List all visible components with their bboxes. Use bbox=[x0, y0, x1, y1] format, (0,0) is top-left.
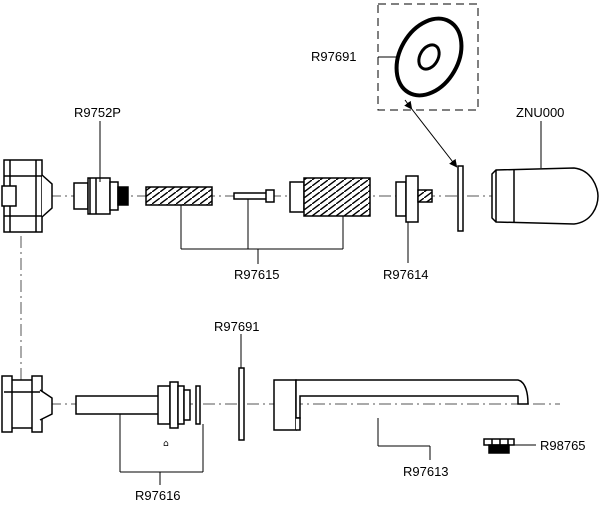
flange-label: R97614 bbox=[383, 267, 429, 282]
detail-arrow bbox=[410, 107, 458, 168]
spout-leader bbox=[377, 418, 431, 460]
aerator-shape bbox=[483, 438, 515, 454]
bottom-disc-label: R97691 bbox=[214, 319, 260, 334]
upper-flat-disc bbox=[457, 165, 464, 232]
spout-shape bbox=[273, 379, 529, 431]
pin-shape bbox=[233, 189, 275, 203]
handle-label: ZNU000 bbox=[516, 105, 564, 120]
spring-shape bbox=[145, 186, 213, 206]
body-kit-bracket bbox=[119, 414, 204, 485]
top-disc-shape bbox=[394, 16, 464, 98]
upper-valve-body bbox=[1, 159, 53, 233]
body-kit-shape bbox=[75, 381, 201, 429]
small-house-icon: ⌂ bbox=[163, 439, 169, 449]
centerlines bbox=[5, 195, 596, 405]
aerator-label: R98765 bbox=[540, 438, 586, 453]
stem-kit-bracket bbox=[180, 199, 344, 264]
spout-label: R97613 bbox=[403, 464, 449, 479]
stem-kit-label: R97615 bbox=[234, 267, 280, 282]
top-disc-label: R97691 bbox=[311, 49, 357, 64]
lower-valve-body bbox=[1, 375, 53, 433]
cartridge-label: R9752P bbox=[74, 105, 121, 120]
sleeve-shape bbox=[289, 177, 371, 217]
body-kit-label: R97616 bbox=[135, 488, 181, 503]
cartridge-shape bbox=[73, 177, 129, 215]
lower-flat-disc bbox=[238, 367, 245, 441]
handle-shape bbox=[491, 167, 599, 225]
flange-shape bbox=[395, 175, 433, 223]
inset-detail-box bbox=[377, 3, 479, 111]
